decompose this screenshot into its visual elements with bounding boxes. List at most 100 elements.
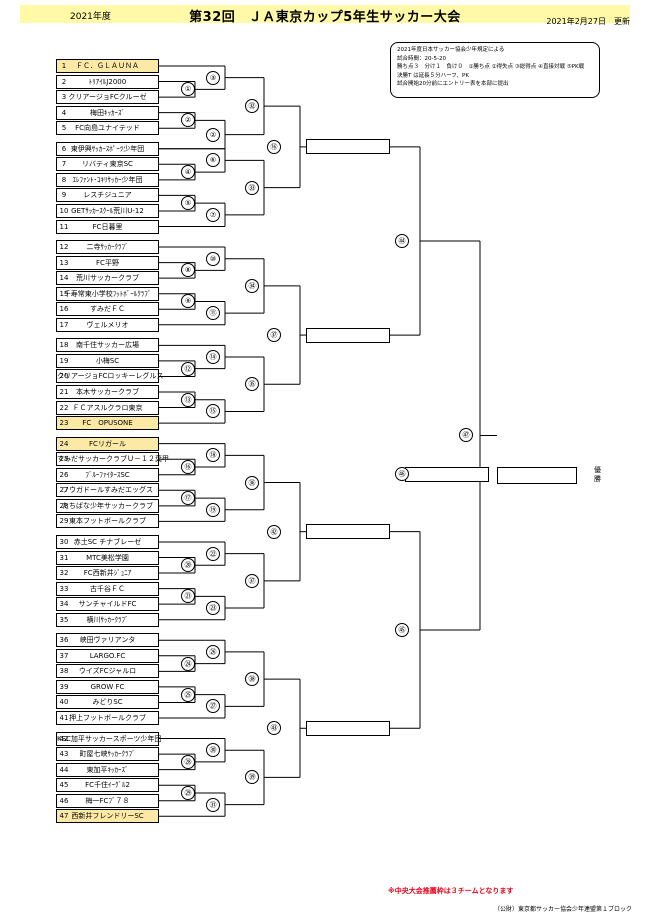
team-name: FC日暮里 bbox=[92, 222, 123, 231]
rule-line: 勝ち点３ 分け１ 負け０ ①勝ち点 ②得失点 ③総得点 ④直接対戦 ⑤PK戦 bbox=[397, 64, 585, 71]
rule-line: 2021年度日本サッカー協会少年規定による bbox=[397, 47, 505, 53]
team-number: 28 bbox=[59, 501, 69, 510]
team-name: ヴェルメリオ bbox=[86, 320, 129, 329]
team-number: 4 bbox=[61, 108, 67, 117]
team-slot: 二寺ｻｯｶｰｸﾗﾌﾞ bbox=[56, 240, 159, 255]
team-number: 29 bbox=[59, 517, 69, 526]
team-slot: GROW FC bbox=[56, 679, 159, 694]
team-slot: 荒川サッカークラブ bbox=[56, 271, 159, 286]
team-name: 千寿常東小学校ﾌｯﾄﾎﾞｰﾙｸﾗﾌﾞ bbox=[63, 289, 152, 298]
match-number: ㊴ bbox=[245, 770, 259, 785]
team-name: FC西新井ｼﾞｭﾆｱ bbox=[83, 569, 132, 578]
match-number: ㉟ bbox=[245, 377, 259, 392]
page-title: 第32回 ＪＡ東京カップ5年生サッカー大会 bbox=[189, 10, 461, 25]
match-number: ⑨ bbox=[181, 294, 195, 309]
team-name: LARGO.FC bbox=[89, 651, 126, 660]
team-number: 1 bbox=[61, 62, 67, 70]
team-name: FC OPUSONE bbox=[82, 419, 133, 428]
team-slot: すみだＦＣ bbox=[56, 302, 159, 317]
team-number: 5 bbox=[61, 124, 67, 133]
team-name: クリアージョFCロッキーレグルス bbox=[57, 372, 164, 381]
bracket-slot bbox=[306, 524, 390, 540]
bracket-slot bbox=[306, 139, 390, 155]
team-number: 11 bbox=[59, 222, 69, 231]
team-name: KSC加平サッカースポーツ少年団 bbox=[57, 734, 162, 743]
updated-date: 2021年2月27日 更新 bbox=[546, 17, 630, 26]
team-name: ｴﾚﾌｧﾝﾄ･ｺｷﾘｻｯｶｰ少年団 bbox=[72, 175, 143, 184]
recommendation-notice: ※中央大会推薦枠は３チームとなります bbox=[388, 887, 514, 895]
team-slot: フウガドールすみだエッグス bbox=[56, 483, 159, 498]
team-slot: FC日暮里 bbox=[56, 219, 159, 234]
team-slot: ﾌﾞﾙｰﾌｧｲﾀｰｽSC bbox=[56, 467, 159, 482]
team-number: 24 bbox=[59, 439, 69, 448]
team-slot: ﾄﾘｱｲﾙJ2000 bbox=[56, 74, 159, 89]
match-number: ⑩ bbox=[206, 251, 220, 266]
team-slot: 梅一FCﾌﾞ７８ bbox=[56, 793, 159, 808]
team-number: 38 bbox=[59, 667, 69, 676]
team-slot: FC OPUSONE bbox=[56, 416, 159, 431]
team-name: 小梅SC bbox=[95, 356, 120, 365]
team-name: FCリガール bbox=[89, 439, 126, 448]
team-slot: レスチジュニア bbox=[56, 188, 159, 203]
team-number: 25 bbox=[59, 455, 69, 464]
team-number: 14 bbox=[59, 274, 69, 283]
match-number: ⑪ bbox=[206, 306, 220, 321]
team-number: 15 bbox=[59, 289, 69, 298]
match-number: ㊺ bbox=[395, 622, 409, 637]
team-number: 8 bbox=[61, 175, 67, 184]
team-slot: FC西新井ｼﾞｭﾆｱ bbox=[56, 566, 159, 581]
team-name: リバティ東京SC bbox=[82, 160, 133, 169]
team-slot: ＦＣ．ＧＬＡＵＮＡ bbox=[56, 59, 159, 73]
team-number: 22 bbox=[59, 403, 69, 412]
team-number: 37 bbox=[59, 651, 69, 660]
match-number: ㊹ bbox=[395, 233, 409, 248]
team-slot: 押上フットボールクラブ bbox=[56, 711, 159, 725]
match-number: ② bbox=[181, 113, 195, 128]
team-number: 10 bbox=[59, 206, 69, 215]
team-name: GROW FC bbox=[90, 682, 125, 691]
match-number: ㊸ bbox=[267, 721, 281, 736]
team-number: 43 bbox=[59, 750, 69, 759]
team-name: 西新井フレンドリーSC bbox=[71, 812, 144, 821]
match-number: ⑦ bbox=[206, 207, 220, 222]
team-number: 27 bbox=[59, 486, 69, 495]
team-name: すみだＦＣ bbox=[90, 305, 125, 314]
team-name: サンチャイルドFC bbox=[78, 600, 137, 609]
team-slot: ｴﾚﾌｧﾝﾄ･ｺｷﾘｻｯｶｰ少年団 bbox=[56, 172, 159, 187]
team-number: 47 bbox=[59, 812, 69, 821]
team-number: 34 bbox=[59, 600, 69, 609]
team-slot: 東伊興ｻｯｶｰｽﾎﾟｰﾂ少年団 bbox=[56, 141, 159, 156]
team-name: 二寺ｻｯｶｰｸﾗﾌﾞ bbox=[86, 243, 129, 252]
match-number: ⑬ bbox=[181, 392, 195, 407]
team-number: 26 bbox=[59, 470, 69, 479]
match-number: ㊼ bbox=[459, 428, 473, 443]
team-name: ﾌﾞﾙｰﾌｧｲﾀｰｽSC bbox=[85, 470, 130, 479]
match-number: ㊱ bbox=[245, 475, 259, 490]
team-name: GETｻｯｶｰｽｸｰﾙ荒川U-12 bbox=[71, 206, 144, 215]
match-number: ⑤ bbox=[181, 196, 195, 211]
champion-label: 優勝 bbox=[594, 466, 601, 483]
team-slot: 東本フットボールクラブ bbox=[56, 514, 159, 529]
match-number: ㉕ bbox=[181, 687, 195, 702]
team-name: ＦＣアスルクラロ東京 bbox=[72, 403, 143, 412]
team-name: クリアージョFCクルーゼ bbox=[68, 93, 147, 102]
team-name: 東伊興ｻｯｶｰｽﾎﾟｰﾂ少年団 bbox=[70, 144, 145, 153]
match-number: ㉞ bbox=[245, 278, 259, 293]
match-number: ㉝ bbox=[245, 180, 259, 195]
team-name: 本木サッカークラブ bbox=[76, 388, 139, 396]
team-name: 古千谷ＦＣ bbox=[90, 584, 125, 593]
team-slot: たちばな少年サッカークラブ bbox=[56, 498, 159, 513]
team-slot: FC千住ｲｰｸﾞﾙ2 bbox=[56, 778, 159, 793]
team-number: 6 bbox=[61, 144, 67, 153]
team-slot: 赤土SC チナブレーゼ bbox=[56, 534, 159, 549]
team-number: 20 bbox=[59, 372, 69, 381]
team-slot: 東加平ｷｯｶｰｽﾞ bbox=[56, 762, 159, 777]
match-number: ⑲ bbox=[206, 502, 220, 517]
team-slot: みどりSC bbox=[56, 695, 159, 710]
match-number: ① bbox=[181, 82, 195, 97]
team-name: 横川ｻｯｶｰｸﾗﾌﾞ bbox=[86, 615, 129, 624]
match-number: ㉑ bbox=[181, 589, 195, 604]
team-slot: FC向島ユナイテッド bbox=[56, 121, 159, 136]
team-slot: サンチャイルドFC bbox=[56, 597, 159, 612]
